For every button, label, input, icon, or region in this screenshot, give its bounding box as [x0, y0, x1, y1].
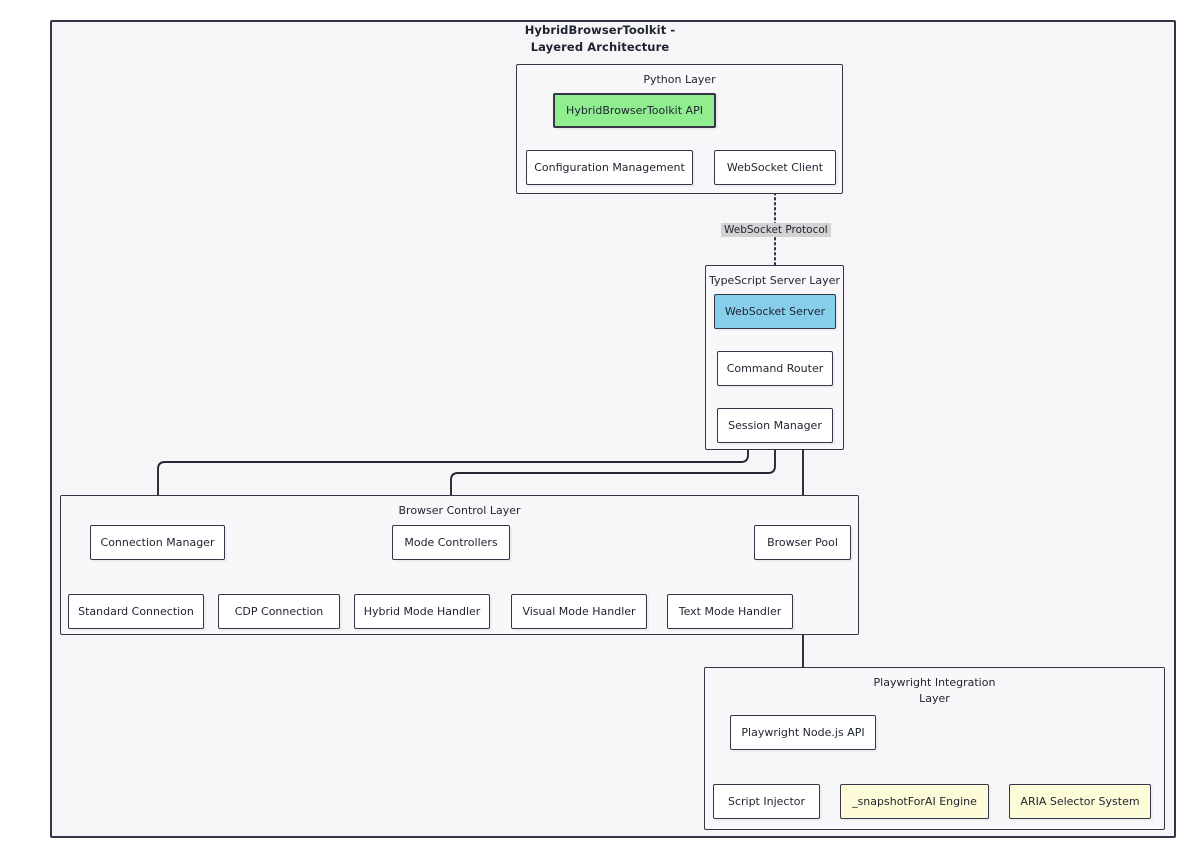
node-visual-mode-handler[interactable]: Visual Mode Handler	[511, 594, 647, 629]
cluster-label-python-layer: Python Layer	[643, 73, 716, 86]
node-hybrid-mode-handler[interactable]: Hybrid Mode Handler	[354, 594, 490, 629]
node-label: Playwright Node.js API	[741, 725, 865, 739]
node-playwright-nodejs-api[interactable]: Playwright Node.js API	[730, 715, 876, 750]
node-label: Hybrid Mode Handler	[363, 604, 481, 618]
diagram-title: HybridBrowserToolkit - Layered Architect…	[524, 23, 676, 54]
node-websocket-server[interactable]: WebSocket Server	[714, 294, 836, 329]
cluster-label-playwright-integration-layer: Playwright Integration Layer	[873, 676, 996, 705]
node-label: ARIA Selector System	[1020, 794, 1140, 808]
node-snapshotforai-engine[interactable]: _snapshotForAI Engine	[840, 784, 989, 819]
node-label: Command Router	[726, 361, 824, 375]
node-label: Browser Pool	[767, 535, 838, 549]
node-session-manager[interactable]: Session Manager	[717, 408, 833, 443]
node-configuration-management[interactable]: Configuration Management	[526, 150, 693, 185]
node-label: Script Injector	[727, 794, 806, 808]
node-browser-pool[interactable]: Browser Pool	[754, 525, 851, 560]
node-label: _snapshotForAI Engine	[852, 794, 977, 808]
node-label: WebSocket Client	[726, 160, 824, 174]
node-command-router[interactable]: Command Router	[717, 351, 833, 386]
node-standard-connection[interactable]: Standard Connection	[68, 594, 204, 629]
node-websocket-client[interactable]: WebSocket Client	[714, 150, 836, 185]
node-script-injector[interactable]: Script Injector	[713, 784, 820, 819]
cluster-label-typescript-server-layer: TypeScript Server Layer	[709, 274, 840, 287]
node-text-mode-handler[interactable]: Text Mode Handler	[667, 594, 793, 629]
node-label: Configuration Management	[534, 160, 685, 174]
node-label: Connection Manager	[100, 535, 215, 549]
node-cdp-connection[interactable]: CDP Connection	[218, 594, 340, 629]
node-label: CDP Connection	[234, 604, 324, 618]
node-connection-manager[interactable]: Connection Manager	[90, 525, 225, 560]
node-hybridbrowsertoolkit-api[interactable]: HybridBrowserToolkit API	[553, 93, 716, 128]
node-label: Mode Controllers	[404, 535, 498, 549]
node-label: HybridBrowserToolkit API	[566, 103, 703, 117]
node-label: WebSocket Server	[724, 304, 826, 318]
node-label: Session Manager	[728, 418, 822, 432]
cluster-label-browser-control-layer: Browser Control Layer	[398, 504, 521, 517]
node-mode-controllers[interactable]: Mode Controllers	[392, 525, 510, 560]
node-label: Text Mode Handler	[678, 604, 782, 618]
node-aria-selector-system[interactable]: ARIA Selector System	[1009, 784, 1151, 819]
node-label: Visual Mode Handler	[522, 604, 636, 618]
node-label: Standard Connection	[78, 604, 194, 618]
edge-label-websocket-protocol: WebSocket Protocol	[721, 223, 831, 237]
